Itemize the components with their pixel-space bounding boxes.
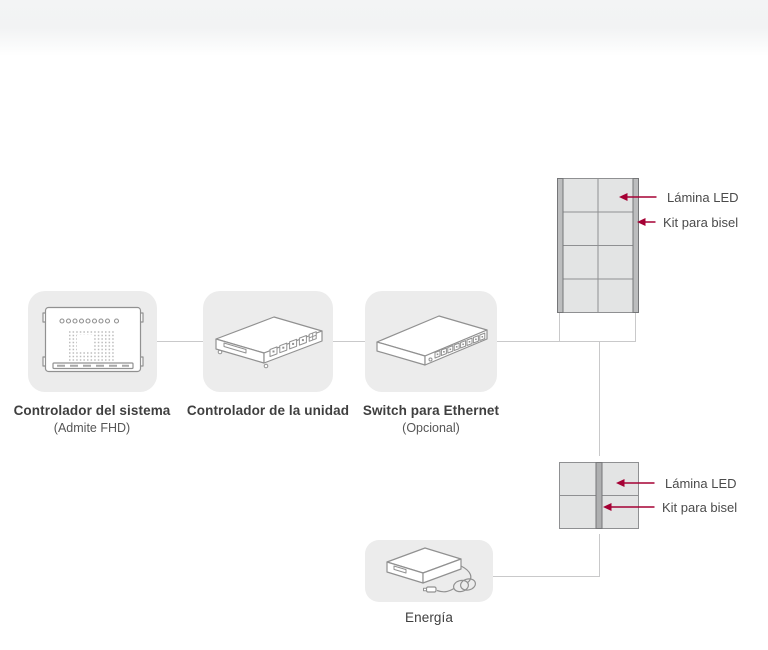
left-arrow-icon [603,503,655,511]
led-wall-bottom-grid [559,462,639,529]
node-unit-controller [203,291,333,392]
connector-line [599,534,600,577]
system-controller-illustration [41,306,144,372]
node-sublabel-system-controller: (Admite FHD) [53,421,131,435]
led-wall-top-grid [557,178,639,313]
led-wall-bottom [559,462,639,529]
left-arrow-icon [619,193,657,201]
callout-label: Kit para bisel [663,214,739,230]
callout-label: Lámina LED [667,189,739,205]
node-label-ethernet-switch: Switch para Ethernet [362,403,500,418]
connector-line [333,341,365,342]
callout-kit-bisel-top: Kit para bisel [637,214,739,230]
power-adapter-illustration [386,547,476,593]
node-system-controller [28,291,157,392]
left-arrow-icon [616,479,655,487]
callout-lamina-led-top: Lámina LED [619,189,739,205]
node-sublabel-ethernet-switch: (Opcional) [402,421,460,435]
connector-line [493,576,600,577]
left-arrow-icon [637,218,656,226]
node-label-system-controller: Controlador del sistema [13,403,171,418]
node-label-power: Energía [405,610,453,625]
connector-line [157,341,203,342]
connector-line [599,341,600,456]
ethernet-switch-illustration [376,314,488,366]
node-ethernet-switch [365,291,497,392]
unit-controller-illustration [215,315,323,368]
node-power [365,540,493,602]
callout-label: Lámina LED [665,475,737,491]
led-wall-top [557,178,639,313]
connector-line [559,313,560,341]
connector-line [635,313,636,341]
node-label-unit-controller: Controlador de la unidad [186,403,350,418]
callout-label: Kit para bisel [662,499,738,515]
callout-lamina-led-bottom: Lámina LED [616,475,737,491]
callout-kit-bisel-bottom: Kit para bisel [603,499,738,515]
top-gradient-strip [0,0,768,56]
connector-line [497,341,636,342]
